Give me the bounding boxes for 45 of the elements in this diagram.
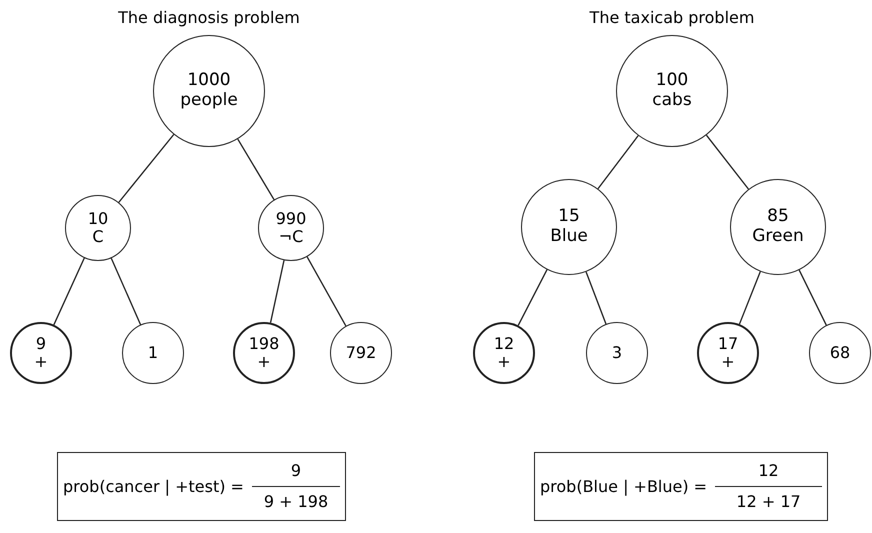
count-text: 1000: [187, 71, 231, 91]
connector-line: [798, 270, 827, 326]
denominator: 12 + 17: [736, 491, 801, 513]
connector-line: [585, 272, 607, 324]
formula-text: prob(Blue | +Blue) =: [540, 476, 708, 498]
count-text: ¬C: [278, 228, 304, 246]
count-text: 68: [830, 344, 850, 362]
denominator: 9 + 198: [264, 491, 328, 513]
count-text: +: [34, 353, 48, 372]
tree-title: The taxicab problem: [590, 7, 754, 29]
count-text: 100: [656, 71, 688, 91]
count-text: 3: [612, 344, 622, 362]
connector-line: [738, 271, 761, 324]
tree-title: The diagnosis problem: [118, 7, 300, 29]
count-text: 990: [276, 210, 306, 228]
connector-line: [118, 134, 174, 203]
connector-line: [110, 258, 142, 325]
count-text: +: [497, 353, 511, 372]
formula-text: prob(cancer | +test) =: [63, 476, 244, 498]
count-text: 15: [558, 207, 580, 227]
connector-line: [518, 269, 548, 326]
count-text: 792: [346, 344, 376, 362]
connector-line: [597, 135, 639, 190]
count-text: 1: [148, 344, 158, 362]
count-text: +: [721, 353, 735, 372]
connector-line: [706, 134, 749, 190]
count-text: 85: [767, 207, 789, 227]
connector-line: [237, 138, 275, 200]
numerator: 12: [758, 460, 779, 482]
numerator: 9: [290, 460, 302, 482]
connector-line: [270, 260, 285, 323]
count-text: people: [180, 91, 238, 111]
count-text: C: [92, 228, 104, 246]
count-text: +: [257, 353, 271, 372]
count-text: 198: [248, 334, 280, 353]
formula-box: [57, 452, 346, 521]
count-text: Green: [752, 227, 804, 247]
formula-box: [534, 452, 828, 521]
count-text: cabs: [652, 91, 692, 111]
count-text: 9: [36, 334, 46, 353]
count-text: 10: [88, 210, 108, 228]
count-text: Blue: [550, 227, 588, 247]
connector-line: [306, 256, 346, 326]
count-text: 17: [718, 334, 738, 353]
count-text: 12: [494, 334, 514, 353]
